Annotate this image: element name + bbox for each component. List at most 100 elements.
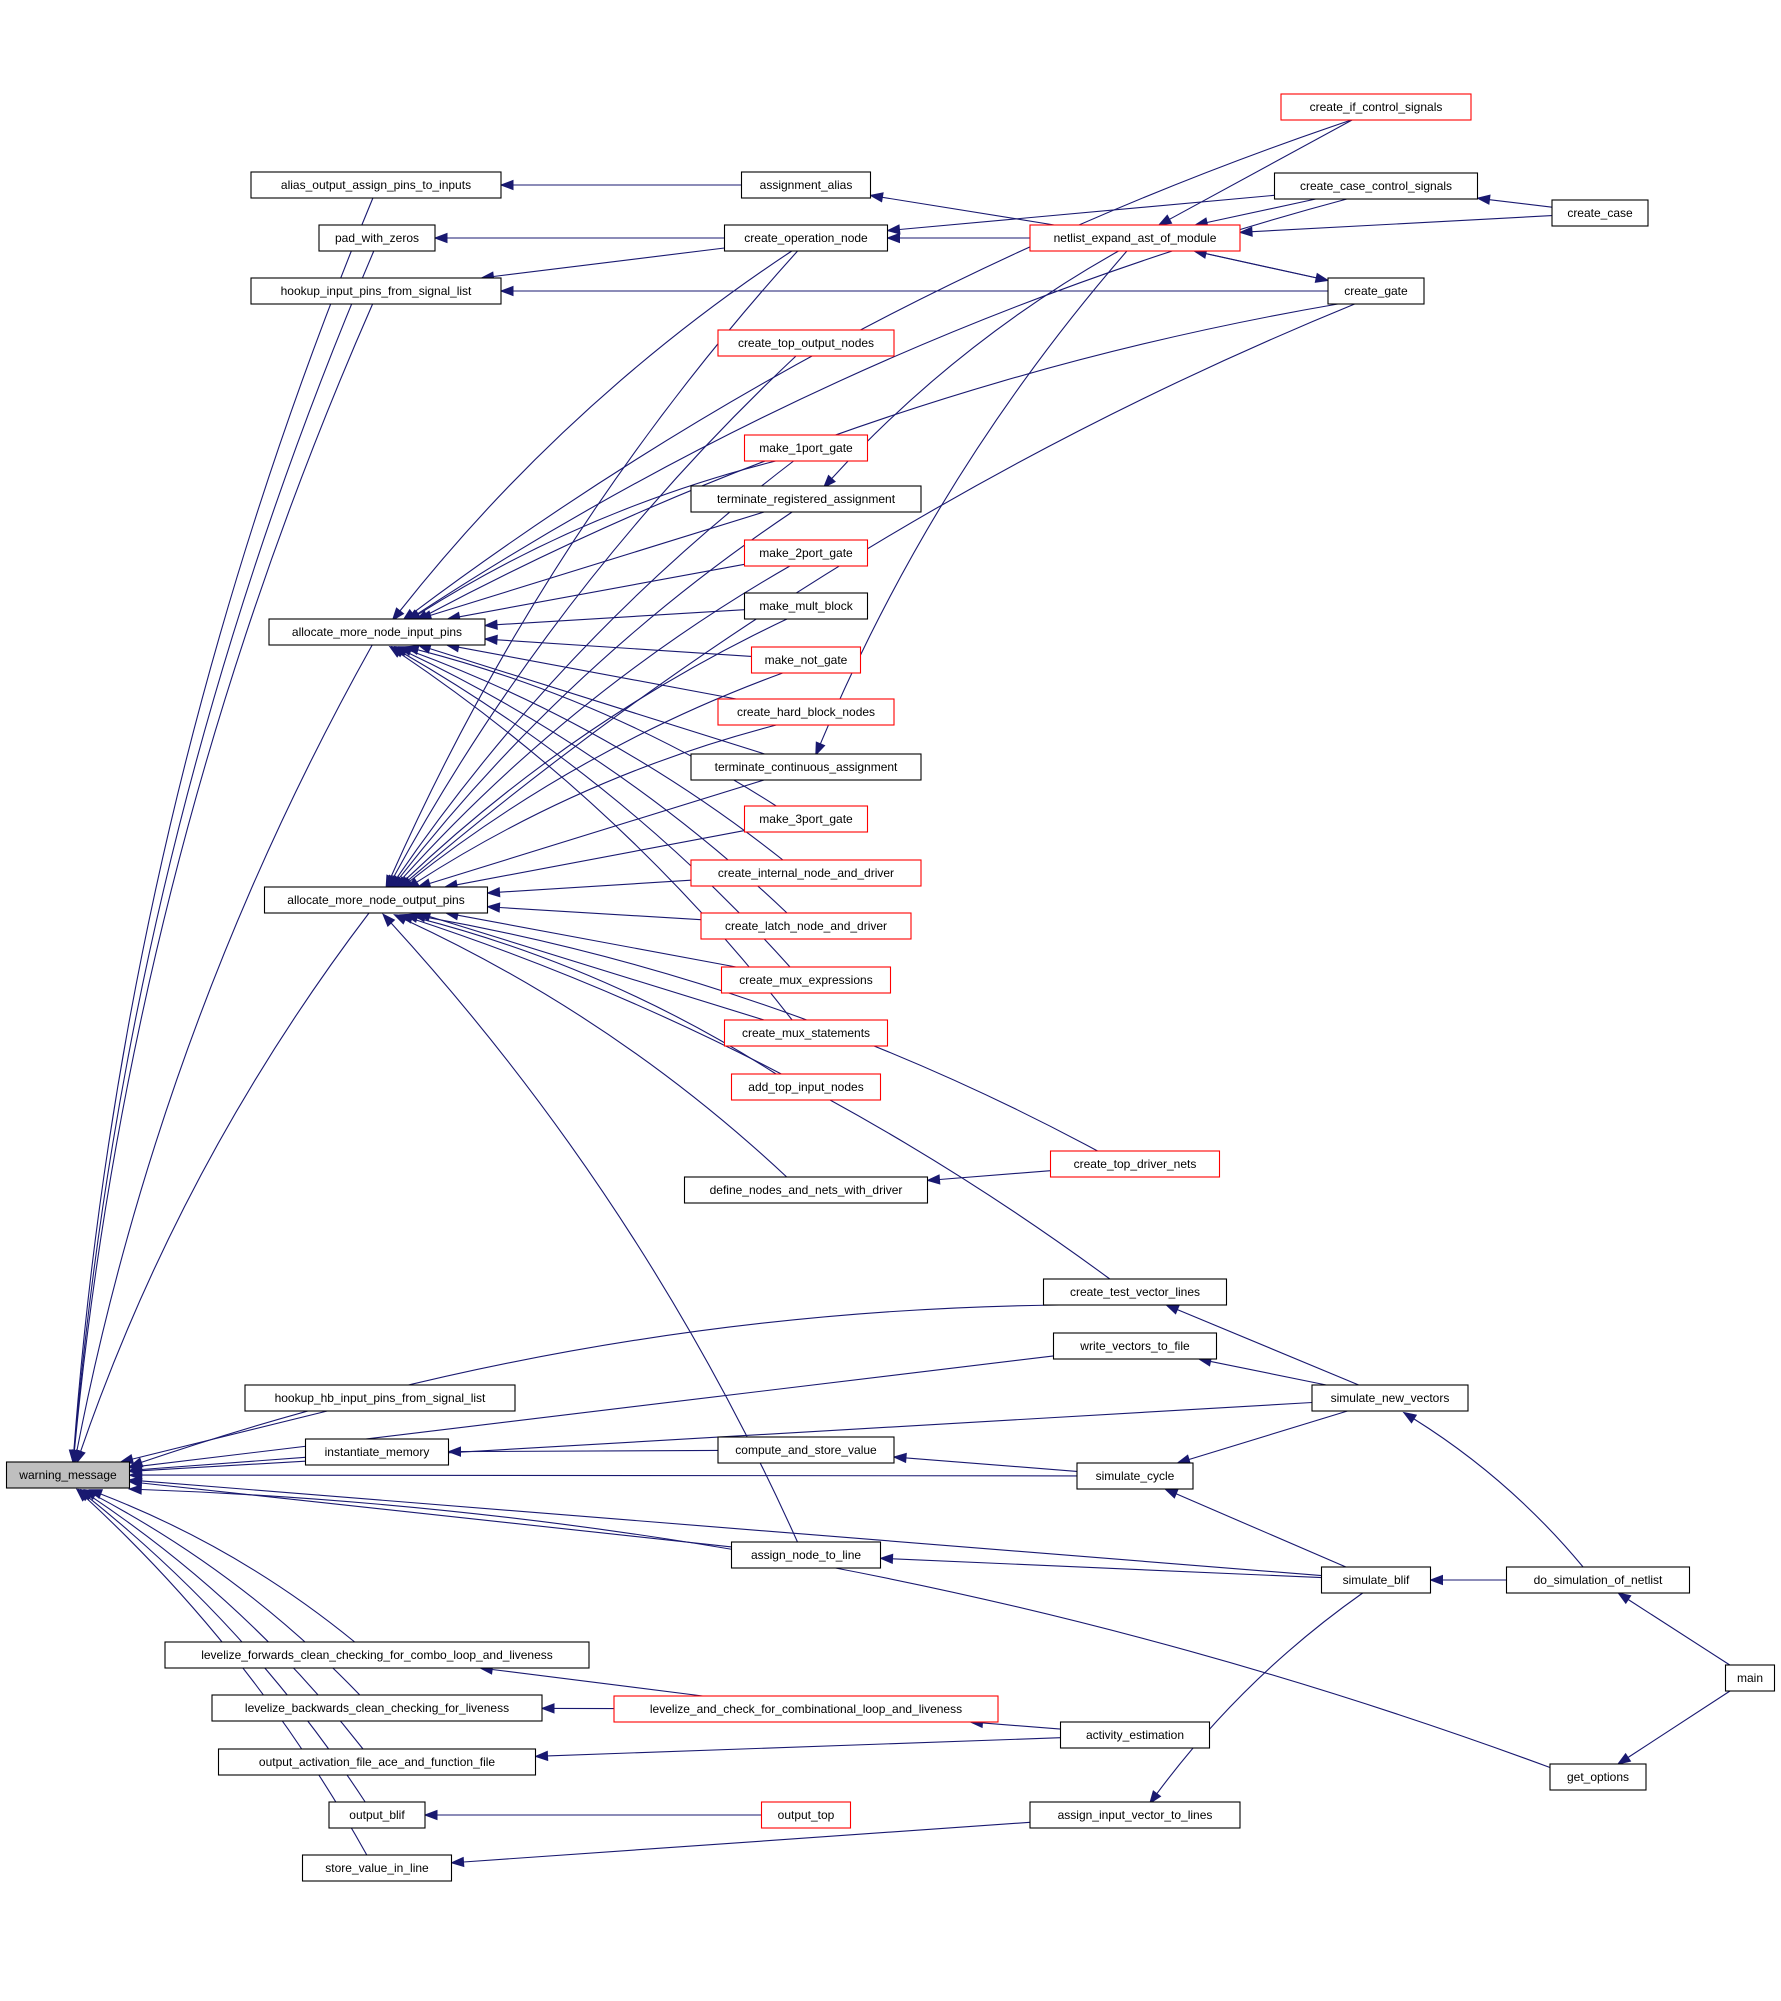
edge-create-internal-to-amn-input bbox=[397, 646, 784, 861]
node-box bbox=[1049, 1150, 1221, 1178]
node-make-not[interactable]: make_not_gate bbox=[750, 646, 862, 674]
edge-line bbox=[429, 779, 765, 885]
edge-create-op-node-to-amn-input bbox=[391, 250, 793, 622]
node-lev-fwd[interactable]: levelize_forwards_clean_checking_for_com… bbox=[164, 1641, 590, 1669]
node-netlist-expand[interactable]: netlist_expand_ast_of_module bbox=[1029, 224, 1241, 252]
node-assignment-alias[interactable]: assignment_alias bbox=[740, 171, 872, 199]
node-label: hookup_hb_input_pins_from_signal_list bbox=[275, 1391, 486, 1405]
edge-line bbox=[1177, 1309, 1359, 1386]
node-make-1port[interactable]: make_1port_gate bbox=[743, 434, 869, 462]
node-label: define_nodes_and_nets_with_driver bbox=[710, 1183, 903, 1197]
node-label: simulate_new_vectors bbox=[1331, 1391, 1450, 1405]
node-warning-message[interactable]: warning_message bbox=[5, 1461, 131, 1489]
node-create-if[interactable]: create_if_control_signals bbox=[1280, 93, 1472, 121]
node-create-top-output[interactable]: create_top_output_nodes bbox=[717, 329, 895, 357]
node-activity-est[interactable]: activity_estimation bbox=[1059, 1721, 1211, 1749]
node-box bbox=[250, 171, 502, 199]
node-create-top-driver[interactable]: create_top_driver_nets bbox=[1049, 1150, 1221, 1178]
node-create-latch[interactable]: create_latch_node_and_driver bbox=[700, 912, 912, 940]
edge-simulate-blif-to-warning-message bbox=[128, 1475, 1322, 1577]
node-label: create_mux_statements bbox=[742, 1026, 870, 1040]
node-create-op-node[interactable]: create_operation_node bbox=[723, 224, 889, 252]
arrowhead-icon bbox=[499, 285, 514, 297]
node-label: alias_output_assign_pins_to_inputs bbox=[281, 178, 471, 192]
edge-make-not-to-amn-input bbox=[483, 634, 752, 657]
arrowhead-icon bbox=[486, 887, 501, 898]
node-label: output_top bbox=[778, 1808, 835, 1822]
edge-line bbox=[496, 639, 752, 657]
node-box bbox=[740, 171, 872, 199]
node-compute-store[interactable]: compute_and_store_value bbox=[717, 1436, 895, 1464]
node-create-gate[interactable]: create_gate bbox=[1327, 277, 1425, 305]
node-create-case[interactable]: create_case bbox=[1551, 199, 1649, 227]
arrowhead-icon bbox=[391, 607, 405, 622]
edge-line bbox=[396, 460, 794, 879]
node-label: get_options bbox=[1567, 1770, 1629, 1784]
node-box bbox=[723, 224, 889, 252]
node-create-mux-stmt[interactable]: create_mux_statements bbox=[723, 1019, 889, 1047]
node-add-top-input[interactable]: add_top_input_nodes bbox=[730, 1073, 882, 1101]
edge-simulate-blif-to-simulate-cycle bbox=[1163, 1488, 1347, 1568]
node-lev-check[interactable]: levelize_and_check_for_combinational_loo… bbox=[613, 1695, 999, 1723]
arrowhead-icon bbox=[499, 179, 514, 191]
node-output-blif[interactable]: output_blif bbox=[328, 1801, 426, 1829]
node-create-mux-expr[interactable]: create_mux_expressions bbox=[720, 966, 892, 994]
node-term-reg[interactable]: terminate_registered_assignment bbox=[690, 485, 922, 513]
node-label: hookup_input_pins_from_signal_list bbox=[281, 284, 472, 298]
edge-hookup-input-to-warning-message bbox=[69, 303, 374, 1464]
node-lev-bwd[interactable]: levelize_backwards_clean_checking_for_li… bbox=[211, 1694, 543, 1722]
node-simulate-new-vec[interactable]: simulate_new_vectors bbox=[1311, 1384, 1469, 1412]
node-assign-input-vec[interactable]: assign_input_vector_to_lines bbox=[1029, 1801, 1241, 1829]
edge-store-value-to-warning-message bbox=[75, 1488, 368, 1856]
node-simulate-blif[interactable]: simulate_blif bbox=[1320, 1566, 1432, 1594]
node-define-nodes[interactable]: define_nodes_and_nets_with_driver bbox=[683, 1176, 929, 1204]
node-out-act[interactable]: output_activation_file_ace_and_function_… bbox=[217, 1748, 537, 1776]
node-do-sim[interactable]: do_simulation_of_netlist bbox=[1505, 1566, 1691, 1594]
node-instantiate-memory[interactable]: instantiate_memory bbox=[304, 1438, 450, 1466]
node-amn-output[interactable]: allocate_more_node_output_pins bbox=[263, 886, 489, 914]
node-box bbox=[1042, 1278, 1228, 1306]
node-output-top[interactable]: output_top bbox=[760, 1801, 852, 1829]
node-make-2port[interactable]: make_2port_gate bbox=[743, 539, 869, 567]
node-box bbox=[1311, 1384, 1469, 1412]
edge-lev-check-to-lev-bwd bbox=[540, 1703, 615, 1714]
edge-line bbox=[1413, 1418, 1584, 1568]
edge-line bbox=[463, 1821, 1031, 1863]
node-hookup-input[interactable]: hookup_input_pins_from_signal_list bbox=[250, 277, 502, 305]
node-label: levelize_forwards_clean_checking_for_com… bbox=[201, 1648, 553, 1662]
edge-line bbox=[547, 1737, 1061, 1757]
node-box bbox=[700, 912, 912, 940]
node-amn-input[interactable]: allocate_more_node_input_pins bbox=[268, 618, 486, 646]
edge-make-mult-to-amn-input bbox=[483, 609, 745, 630]
node-term-cont[interactable]: terminate_continuous_assignment bbox=[690, 753, 922, 781]
edge-lev-check-to-lev-fwd bbox=[478, 1664, 703, 1697]
node-make-3port[interactable]: make_3port_gate bbox=[743, 805, 869, 833]
edge-line bbox=[409, 672, 783, 882]
node-main[interactable]: main bbox=[1724, 1664, 1776, 1692]
node-create-hb-nodes[interactable]: create_hard_block_nodes bbox=[717, 698, 895, 726]
arrowhead-icon bbox=[1617, 1592, 1632, 1605]
node-make-mult[interactable]: make_mult_block bbox=[743, 592, 869, 620]
node-store-value[interactable]: store_value_in_line bbox=[301, 1854, 453, 1882]
edge-instantiate-memory-to-warning-message bbox=[128, 1456, 306, 1475]
node-create-case-ctrl[interactable]: create_case_control_signals bbox=[1273, 172, 1479, 200]
node-simulate-cycle[interactable]: simulate_cycle bbox=[1076, 1462, 1194, 1490]
node-assign-node[interactable]: assign_node_to_line bbox=[730, 1541, 882, 1569]
node-get-options[interactable]: get_options bbox=[1549, 1763, 1647, 1791]
edge-do-sim-to-simulate-new-vec bbox=[1402, 1411, 1584, 1568]
edge-line bbox=[416, 917, 777, 1075]
edge-line bbox=[1169, 119, 1353, 220]
edge-line bbox=[399, 250, 793, 612]
edge-simulate-new-vec-to-write-vectors bbox=[1197, 1356, 1327, 1386]
edge-line bbox=[141, 1456, 306, 1471]
node-pad-with-zeros[interactable]: pad_with_zeros bbox=[318, 224, 436, 252]
node-alias-output[interactable]: alias_output_assign_pins_to_inputs bbox=[250, 171, 502, 199]
node-label: make_2port_gate bbox=[759, 546, 853, 560]
node-label: compute_and_store_value bbox=[735, 1443, 877, 1457]
node-hookup-hb[interactable]: hookup_hb_input_pins_from_signal_list bbox=[244, 1384, 516, 1412]
node-create-test-vec[interactable]: create_test_vector_lines bbox=[1042, 1278, 1228, 1306]
node-create-internal[interactable]: create_internal_node_and_driver bbox=[690, 859, 922, 887]
node-box bbox=[1059, 1721, 1211, 1749]
node-write-vectors[interactable]: write_vectors_to_file bbox=[1052, 1332, 1218, 1360]
node-box bbox=[268, 618, 486, 646]
